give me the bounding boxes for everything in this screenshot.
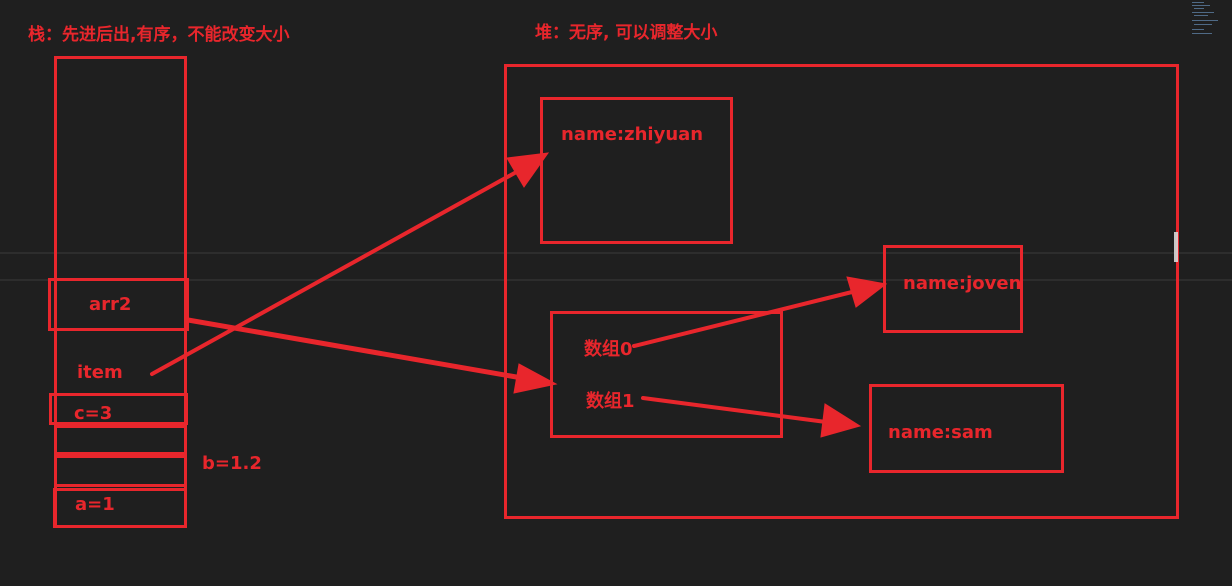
heap-region bbox=[504, 64, 1179, 519]
arrow-head-zhiyuan bbox=[506, 152, 550, 188]
arrow-head-sam bbox=[820, 403, 862, 438]
arrow-item1-to-sam bbox=[641, 396, 828, 424]
stack-slot-b bbox=[54, 455, 187, 487]
editor-guide-line bbox=[0, 252, 1232, 254]
heap-array bbox=[550, 311, 783, 438]
editor-minimap[interactable] bbox=[1188, 0, 1232, 40]
stack-label-item: item bbox=[77, 362, 123, 383]
heap-object-joven bbox=[883, 245, 1023, 333]
arrow-item-to-zhiyuan bbox=[150, 168, 522, 376]
stack-slot-arr2 bbox=[48, 278, 189, 331]
heap-title: 堆：无序, 可以调整大小 bbox=[535, 23, 718, 43]
arrow-head-joven bbox=[846, 276, 888, 308]
heap-label-joven: name:joven bbox=[903, 273, 1022, 294]
arrow-arr2-to-array bbox=[185, 317, 525, 381]
stack-title: 栈：先进后出,有序，不能改变大小 bbox=[28, 25, 290, 45]
stack-slot-empty bbox=[54, 425, 187, 455]
heap-label-zhiyuan: name:zhiyuan bbox=[561, 124, 704, 145]
stack-label-c: c=3 bbox=[74, 403, 113, 424]
stack-slot-c bbox=[49, 393, 188, 425]
stack-label-a: a=1 bbox=[75, 494, 115, 515]
decor-marker bbox=[184, 366, 186, 376]
editor-guide-line bbox=[0, 279, 1232, 281]
heap-object-sam bbox=[869, 384, 1064, 473]
heap-label-sam: name:sam bbox=[888, 422, 993, 443]
stack-slot-a bbox=[53, 488, 187, 528]
arrow-item0-to-joven bbox=[632, 290, 854, 348]
stack-label-b: b=1.2 bbox=[202, 453, 262, 474]
decor-marker bbox=[1174, 232, 1178, 262]
arrow-head-array bbox=[513, 363, 558, 394]
stack-label-arr2: arr2 bbox=[89, 294, 132, 315]
heap-object-zhiyuan bbox=[540, 97, 733, 244]
heap-array-item-0: 数组0 bbox=[584, 339, 633, 360]
heap-array-item-1: 数组1 bbox=[586, 391, 635, 412]
